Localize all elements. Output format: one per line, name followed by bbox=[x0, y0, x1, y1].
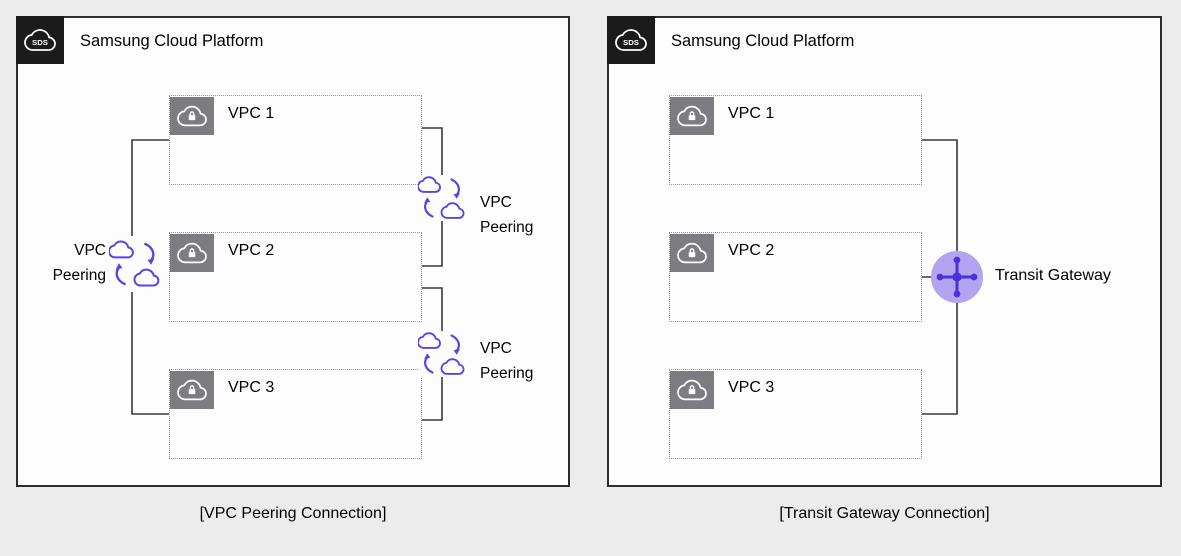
right-panel-caption: [Transit Gateway Connection] bbox=[779, 505, 990, 522]
sds-logo-text: SDS bbox=[32, 38, 48, 47]
vpc-lock-cloud-icon bbox=[670, 234, 714, 272]
vpc-peering-icon bbox=[418, 175, 466, 221]
vpc-peering-label: VPC Peering bbox=[480, 194, 534, 236]
vpc-3-box: VPC 3 bbox=[169, 369, 422, 459]
sds-logo-text: SDS bbox=[623, 38, 639, 47]
vpc-peering-icon bbox=[109, 236, 161, 292]
sds-cloud-logo-icon: SDS bbox=[615, 29, 647, 51]
vpc-label: VPC 2 bbox=[228, 242, 275, 259]
sds-cloud-logo-icon: SDS bbox=[24, 29, 56, 51]
left-panel-caption: [VPC Peering Connection] bbox=[199, 505, 387, 522]
vpc-label: VPC 3 bbox=[228, 379, 275, 396]
vpc-label: VPC 1 bbox=[728, 105, 775, 122]
panel-title: Samsung Cloud Platform bbox=[80, 32, 264, 50]
vpc-lock-cloud-icon bbox=[170, 234, 214, 272]
vpc-lock-cloud-icon bbox=[170, 97, 214, 135]
vpc-2-box: VPC 2 bbox=[669, 232, 922, 322]
vpc-label: VPC 1 bbox=[228, 105, 275, 122]
vpc-lock-cloud-icon bbox=[170, 371, 214, 409]
panel-title: Samsung Cloud Platform bbox=[671, 32, 855, 50]
vpc-label: VPC 2 bbox=[728, 242, 775, 259]
vpc-lock-cloud-icon bbox=[670, 371, 714, 409]
transit-gateway-icon bbox=[929, 249, 985, 305]
vpc-1-box: VPC 1 bbox=[169, 95, 422, 185]
vpc-peering-panel: SDS Samsung Cloud Platform VPC 1 VPC 2 V… bbox=[16, 16, 570, 487]
sds-logo-badge: SDS bbox=[607, 16, 655, 64]
transit-gateway-panel: SDS Samsung Cloud Platform VPC 1 VPC 2 V… bbox=[607, 16, 1162, 487]
vpc-lock-cloud-icon bbox=[670, 97, 714, 135]
vpc-peering-label: VPC Peering bbox=[480, 340, 534, 382]
vpc-label: VPC 3 bbox=[728, 379, 775, 396]
vpc-2-box: VPC 2 bbox=[169, 232, 422, 322]
vpc-peering-icon bbox=[418, 331, 466, 377]
sds-logo-badge: SDS bbox=[16, 16, 64, 64]
vpc-peering-label: VPC Peering bbox=[52, 242, 106, 284]
vpc-1-box: VPC 1 bbox=[669, 95, 922, 185]
vpc-3-box: VPC 3 bbox=[669, 369, 922, 459]
transit-gateway-label: Transit Gateway bbox=[995, 267, 1111, 284]
